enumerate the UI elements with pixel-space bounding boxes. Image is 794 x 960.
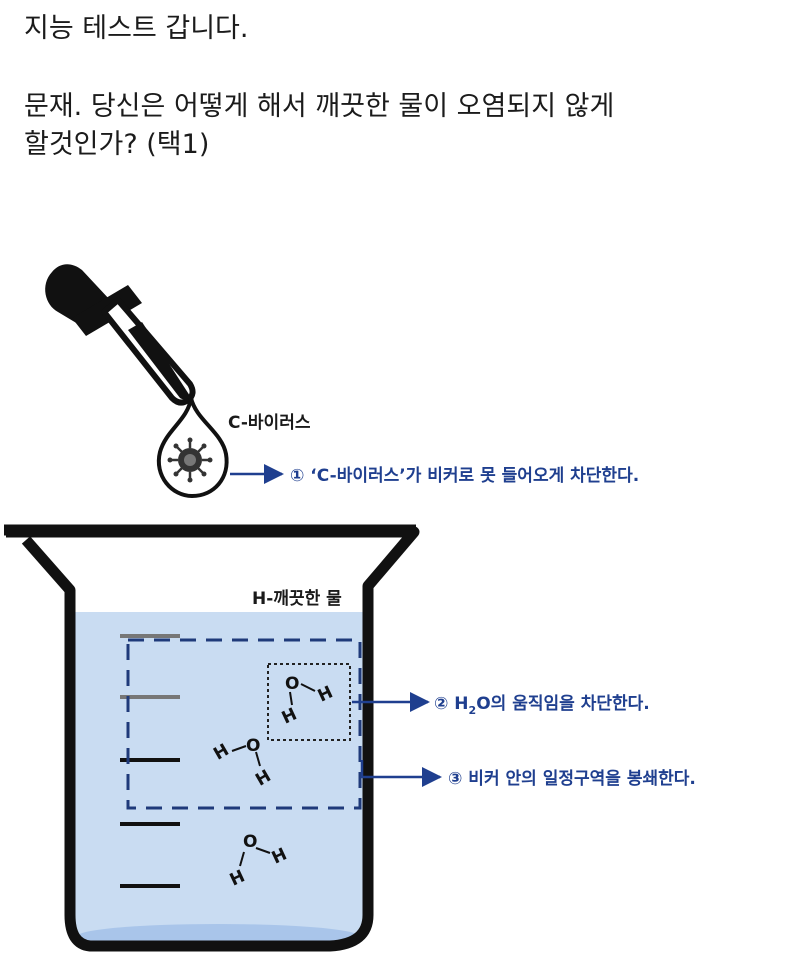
beaker-outline [6, 526, 420, 952]
sealed-region-box [126, 638, 362, 810]
water-fill [70, 612, 368, 944]
question-line-1: 문재. 당신은 어떻게 해서 깨끗한 물이 오염되지 않게 [24, 91, 615, 122]
arrow-3 [360, 760, 442, 787]
water-label: H-깨끗한 물 [252, 589, 342, 609]
svg-text:O: O [285, 674, 299, 694]
virus-label: C-바이러스 [228, 413, 311, 433]
graduation-marks [120, 634, 180, 888]
option-3-text: ③ 비커 안의 일정구역을 봉쇄한다. [448, 769, 696, 789]
option-2-text: ② H2O의 움직임을 차단한다. [434, 693, 650, 717]
svg-text:O: O [246, 736, 260, 756]
virus-icon [167, 437, 213, 483]
option-1-text: ① ‘C-바이러스’가 비커로 못 들어오게 차단한다. [290, 466, 639, 486]
dropper-icon [45, 264, 196, 406]
h2o-box [267, 663, 351, 741]
post-intro-text: 지능 테스트 갑니다. [24, 13, 249, 44]
question-line-2: 할것인가? (택1) [24, 129, 210, 160]
virus-droplet-icon [156, 397, 229, 499]
svg-text:O: O [243, 832, 257, 852]
